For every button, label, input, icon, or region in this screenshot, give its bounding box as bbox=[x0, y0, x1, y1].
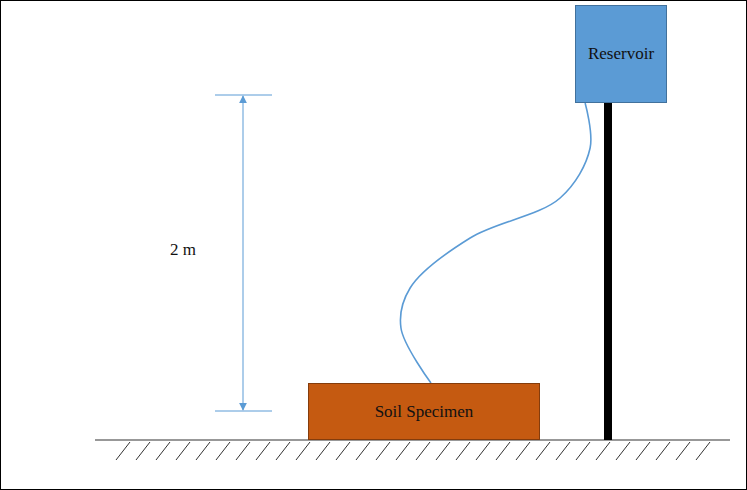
hatch-stroke bbox=[136, 442, 150, 460]
hose-connector bbox=[400, 103, 590, 383]
hatch-stroke bbox=[296, 442, 310, 460]
hatch-stroke bbox=[516, 442, 530, 460]
support-pole bbox=[604, 100, 612, 440]
hatch-stroke bbox=[336, 442, 350, 460]
hatch-stroke bbox=[616, 442, 630, 460]
node-label: Soil Specimen bbox=[375, 402, 474, 422]
hatch-stroke bbox=[116, 442, 130, 460]
dimension-line bbox=[243, 96, 244, 410]
hatch-stroke bbox=[676, 442, 690, 460]
hatch-stroke bbox=[436, 442, 450, 460]
hatch-stroke bbox=[376, 442, 390, 460]
hatch-stroke bbox=[156, 442, 170, 460]
hatch-stroke bbox=[536, 442, 550, 460]
node-label: Reservoir bbox=[588, 44, 654, 64]
specimen-box: Soil Specimen bbox=[308, 383, 540, 440]
hatch-stroke bbox=[476, 442, 490, 460]
ground-hatching bbox=[116, 442, 710, 460]
hatch-stroke bbox=[656, 442, 670, 460]
hatch-stroke bbox=[576, 442, 590, 460]
hatch-stroke bbox=[196, 442, 210, 460]
hatch-stroke bbox=[596, 442, 610, 460]
hatch-stroke bbox=[216, 442, 230, 460]
hatch-stroke bbox=[496, 442, 510, 460]
dimension-tick bbox=[215, 411, 272, 412]
hatch-stroke bbox=[276, 442, 290, 460]
dimension-tick bbox=[215, 95, 272, 96]
hatch-stroke bbox=[316, 442, 330, 460]
hatch-stroke bbox=[236, 442, 250, 460]
hatch-stroke bbox=[176, 442, 190, 460]
hatch-stroke bbox=[636, 442, 650, 460]
hatch-stroke bbox=[416, 442, 430, 460]
hatch-stroke bbox=[356, 442, 370, 460]
hatch-stroke bbox=[396, 442, 410, 460]
hatch-stroke bbox=[456, 442, 470, 460]
reservoir-box: Reservoir bbox=[575, 5, 667, 103]
hatch-stroke bbox=[556, 442, 570, 460]
hatch-stroke bbox=[696, 442, 710, 460]
hatch-stroke bbox=[256, 442, 270, 460]
dimension-label: 2 m bbox=[170, 240, 196, 260]
